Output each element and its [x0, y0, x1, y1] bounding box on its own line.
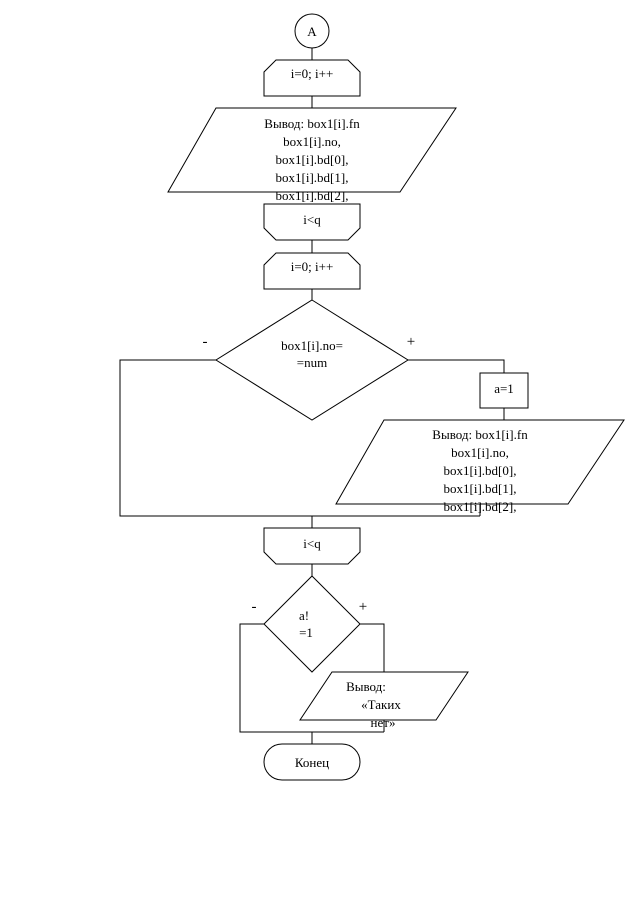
- output1-line-4: box1[i].bd[1],: [276, 170, 349, 185]
- decision2-plus-label: +: [359, 599, 367, 615]
- loop1-start-node: i=0; i++: [263, 59, 361, 97]
- end-node: Конец: [263, 743, 361, 781]
- output3-line-2: «Таких: [361, 697, 401, 712]
- connector-a-label: A: [307, 24, 317, 39]
- loop1-end-node: i<q: [263, 203, 361, 241]
- output3-line-1: Вывод:: [346, 679, 386, 694]
- connector-lines: [119, 48, 505, 744]
- decision2-minus-label: -: [252, 599, 257, 615]
- output2-line-5: box1[i].bd[2],: [444, 499, 517, 514]
- output1-line-5: box1[i].bd[2],: [276, 188, 349, 203]
- output1-node: Вывод: box1[i].fn box1[i].no, box1[i].bd…: [167, 107, 457, 203]
- decision2-node: a! =1: [263, 575, 361, 673]
- output1-line-1: Вывод: box1[i].fn: [264, 116, 360, 131]
- loop2-end-node: i<q: [263, 527, 361, 565]
- output2-line-3: box1[i].bd[0],: [444, 463, 517, 478]
- loop1-start-label: i=0; i++: [291, 66, 334, 81]
- output2-line-1: Вывод: box1[i].fn: [432, 427, 528, 442]
- output3-node: Вывод: «Таких нет»: [299, 671, 469, 730]
- output3-line-3: нет»: [371, 715, 396, 730]
- connector-a-node: A: [294, 13, 330, 49]
- assign-a-node: a=1: [479, 372, 529, 409]
- output1-line-3: box1[i].bd[0],: [276, 152, 349, 167]
- decision1-line-2: =num: [297, 355, 327, 370]
- loop1-end-label: i<q: [303, 212, 321, 227]
- decision1-plus-label: +: [407, 334, 415, 350]
- loop2-start-label: i=0; i++: [291, 259, 334, 274]
- loop2-start-node: i=0; i++: [263, 252, 361, 290]
- decision1-minus-label: -: [203, 334, 208, 350]
- loop2-end-label: i<q: [303, 536, 321, 551]
- decision2-line-1: a!: [299, 608, 309, 623]
- decision2-line-2: =1: [299, 625, 313, 640]
- output1-line-2: box1[i].no,: [283, 134, 341, 149]
- output2-line-4: box1[i].bd[1],: [444, 481, 517, 496]
- output2-line-2: box1[i].no,: [451, 445, 509, 460]
- decision1-node: box1[i].no= =num: [215, 299, 409, 421]
- output2-node: Вывод: box1[i].fn box1[i].no, box1[i].bd…: [335, 419, 625, 514]
- decision1-line-1: box1[i].no=: [281, 338, 343, 353]
- assign-a-label: a=1: [494, 381, 514, 396]
- end-label: Конец: [295, 755, 329, 770]
